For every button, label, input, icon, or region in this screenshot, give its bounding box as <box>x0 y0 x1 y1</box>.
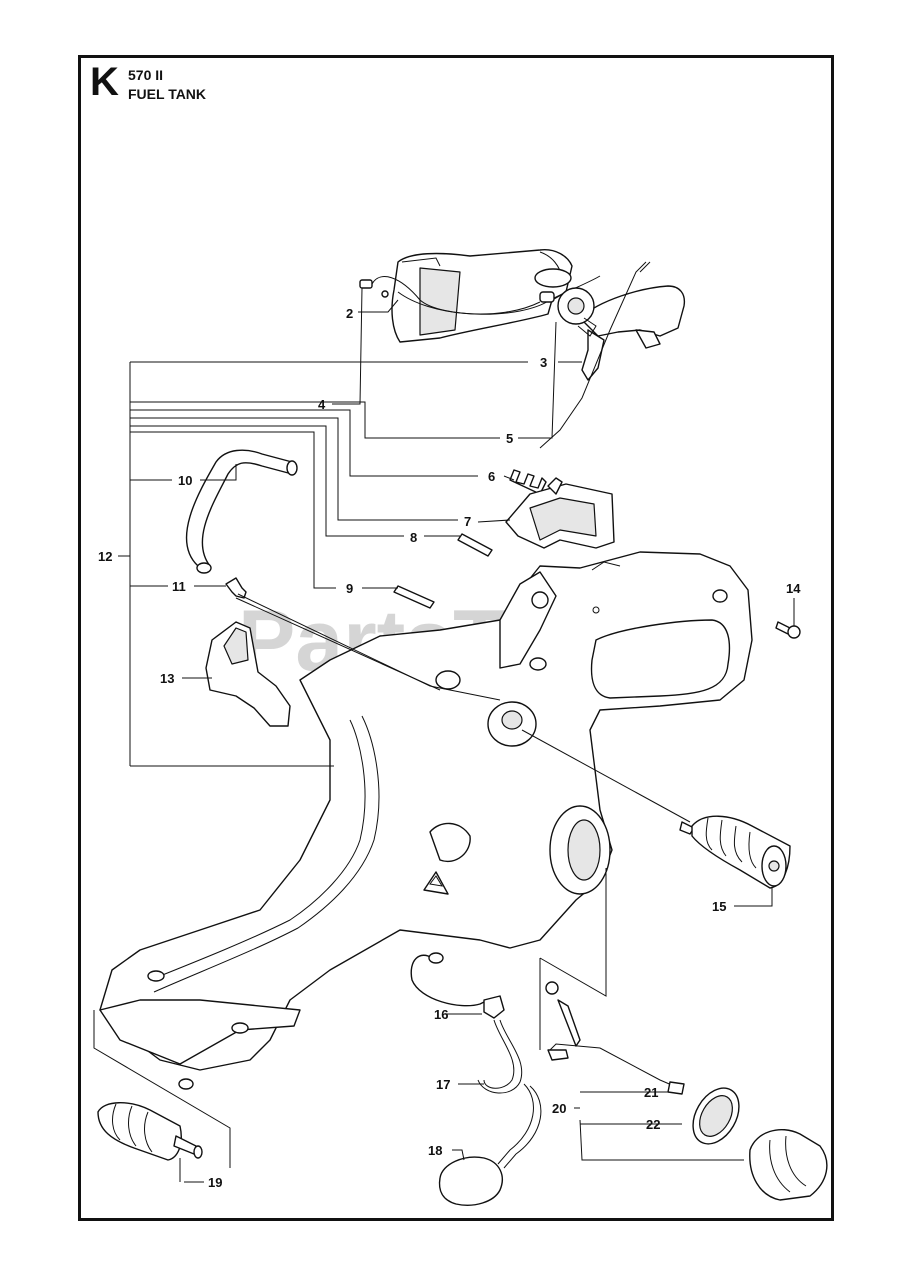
diagram-frame <box>78 55 834 1221</box>
part-8-pin[interactable] <box>457 533 493 557</box>
callout-3[interactable]: 3 <box>540 355 547 370</box>
part-6-rod-spring[interactable] <box>509 261 651 495</box>
part-7-handle-insert[interactable] <box>505 477 615 549</box>
part-9-pin[interactable] <box>393 585 435 609</box>
leader-lines <box>93 287 795 1183</box>
part-16-17-18-fuel-line[interactable] <box>410 952 542 1206</box>
section-letter: K <box>90 60 119 104</box>
part-19-av-spring[interactable] <box>97 1102 203 1161</box>
callout-21[interactable]: 21 <box>644 1085 658 1100</box>
callout-labels: 2 3 4 5 6 7 8 9 10 11 12 13 14 15 16 17 … <box>98 306 801 1190</box>
callout-7[interactable]: 7 <box>464 514 471 529</box>
callout-5[interactable]: 5 <box>506 431 513 446</box>
callout-22[interactable]: 22 <box>646 1117 660 1132</box>
callout-12[interactable]: 12 <box>98 549 112 564</box>
callout-14[interactable]: 14 <box>786 581 801 596</box>
part-14-screw[interactable] <box>775 621 801 639</box>
callout-6[interactable]: 6 <box>488 469 495 484</box>
callout-15[interactable]: 15 <box>712 899 726 914</box>
callout-19[interactable]: 19 <box>208 1175 222 1190</box>
callout-11[interactable]: 11 <box>172 579 186 594</box>
part-11-fitting[interactable] <box>225 577 247 599</box>
callout-9[interactable]: 9 <box>346 581 353 596</box>
part-13-side-cover[interactable] <box>205 621 291 727</box>
callout-13[interactable]: 13 <box>160 671 174 686</box>
callout-10[interactable]: 10 <box>178 473 192 488</box>
part-12-fuel-tank-housing[interactable] <box>99 551 753 1090</box>
part-3-throttle-trigger[interactable] <box>579 285 686 381</box>
part-2-cover[interactable] <box>381 249 573 343</box>
callout-20[interactable]: 20 <box>552 1101 566 1116</box>
part-20-21-22-fuel-cap[interactable] <box>545 981 828 1201</box>
callout-8[interactable]: 8 <box>410 530 417 545</box>
callout-4[interactable]: 4 <box>318 397 326 412</box>
part-10-hose[interactable] <box>185 449 298 574</box>
section-title: FUEL TANK <box>128 86 207 102</box>
part-15-av-spring[interactable] <box>679 815 791 889</box>
part-4-5-throttle-cable[interactable] <box>359 275 601 337</box>
callout-16[interactable]: 16 <box>434 1007 448 1022</box>
model-number: 570 II <box>128 67 164 83</box>
callout-2[interactable]: 2 <box>346 306 353 321</box>
callout-18[interactable]: 18 <box>428 1143 442 1158</box>
callout-17[interactable]: 17 <box>436 1077 450 1092</box>
